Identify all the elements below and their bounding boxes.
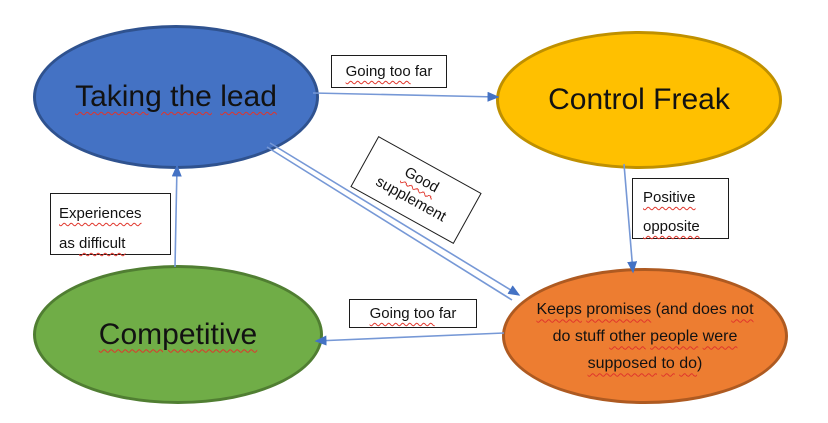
misspelled-text-segment: difficult bbox=[79, 235, 126, 252]
edge-label-going-too-far-bottom[interactable]: Going too far bbox=[349, 299, 477, 328]
text-line: Positive bbox=[643, 183, 728, 212]
text-line: do stuff other people were bbox=[536, 323, 753, 350]
misspelled-text-segment: Going too bbox=[345, 63, 411, 80]
text-segment bbox=[212, 80, 220, 113]
edge-label-experiences-as-difficult[interactable]: Experiences as difficult bbox=[50, 193, 171, 255]
misspelled-text-segment: Experiences bbox=[59, 205, 142, 222]
text-segment: far bbox=[410, 63, 433, 80]
misspelled-text-segment: opposite bbox=[643, 218, 700, 235]
misspelled-text-segment: people bbox=[650, 327, 699, 345]
node-competitive[interactable]: Competitive bbox=[33, 265, 323, 404]
misspelled-text-segment: other bbox=[609, 327, 646, 345]
misspelled-text-segment: supposed bbox=[587, 354, 657, 372]
text-line: as difficult bbox=[59, 229, 170, 259]
misspelled-text-segment: Keeps bbox=[536, 300, 582, 318]
text-block: Experiences as difficult bbox=[59, 199, 170, 259]
text-line: Experiences bbox=[59, 199, 170, 229]
text-block: Taking the lead bbox=[75, 80, 277, 114]
text-block: Control Freak bbox=[548, 83, 730, 117]
misspelled-text-segment: Positive bbox=[643, 189, 696, 206]
arrow-keeps-to-competitive bbox=[314, 332, 505, 346]
misspelled-text-segment: Taking the bbox=[75, 80, 212, 113]
misspelled-text-segment: to bbox=[661, 354, 675, 372]
misspelled-text-segment: Competitive bbox=[98, 317, 258, 351]
node-control-freak[interactable]: Control Freak bbox=[496, 31, 782, 169]
text-block: Positive opposite bbox=[643, 183, 728, 241]
arrow-lead-to-controlfreak bbox=[312, 91, 500, 102]
node-taking-the-lead[interactable]: Taking the lead bbox=[33, 25, 319, 169]
edge-label-positive-opposite[interactable]: Positive opposite bbox=[632, 178, 729, 239]
text-segment: far bbox=[434, 305, 457, 322]
text-line: Keeps promises (and does not bbox=[536, 296, 753, 323]
text-block: Competitive bbox=[99, 318, 257, 352]
text-block: Going too far bbox=[346, 63, 433, 80]
arrow-competitive-to-lead bbox=[171, 164, 182, 268]
misspelled-text-segment: lead bbox=[220, 80, 277, 113]
text-segment: as bbox=[59, 235, 80, 252]
misspelled-text-segment: not bbox=[731, 300, 754, 318]
text-segment: do stuff bbox=[552, 327, 610, 345]
misspelled-text-segment: were bbox=[702, 327, 738, 345]
text-line: Competitive bbox=[99, 318, 257, 352]
text-line: supposed to do) bbox=[536, 350, 753, 377]
text-segment: ) bbox=[697, 354, 703, 372]
text-line: Taking the lead bbox=[75, 80, 277, 114]
text-segment: Control Freak bbox=[548, 83, 730, 116]
misspelled-text-segment: do bbox=[679, 354, 698, 372]
text-line: Going too far bbox=[346, 63, 433, 80]
text-line: Control Freak bbox=[548, 83, 730, 117]
misspelled-text-segment: Going too bbox=[369, 305, 435, 322]
text-segment: (and does bbox=[651, 300, 732, 318]
text-block: Going too far bbox=[370, 305, 457, 322]
misspelled-text-segment: promises bbox=[586, 300, 652, 318]
edge-label-going-too-far-top[interactable]: Going too far bbox=[331, 55, 447, 88]
text-line: Going too far bbox=[370, 305, 457, 322]
text-line: opposite bbox=[643, 212, 728, 241]
